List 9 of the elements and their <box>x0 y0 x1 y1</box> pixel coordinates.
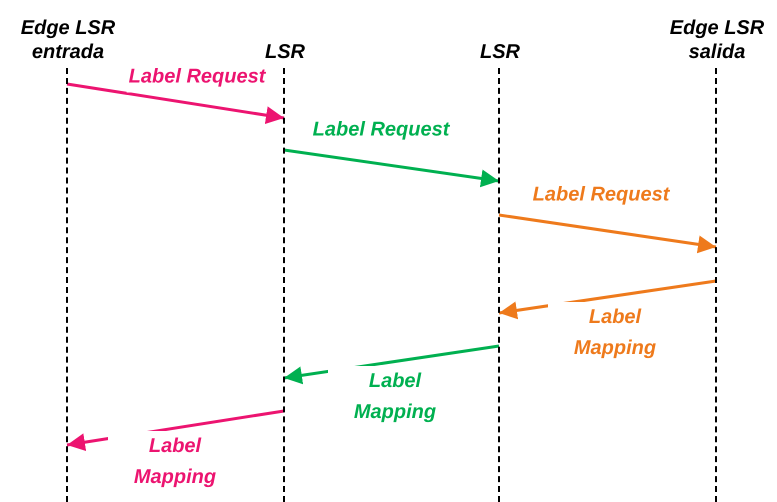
message-arrow <box>284 344 500 384</box>
participant-name: LSR <box>479 40 521 64</box>
message-arrow <box>284 148 500 188</box>
message-arrow <box>498 280 716 320</box>
participant-name: Edge LSR salida <box>668 16 766 64</box>
participant-name: Edge LSR entrada <box>20 16 116 64</box>
participant-name: LSR <box>264 40 306 64</box>
message-arrow <box>498 214 716 254</box>
message-arrow <box>66 82 284 124</box>
